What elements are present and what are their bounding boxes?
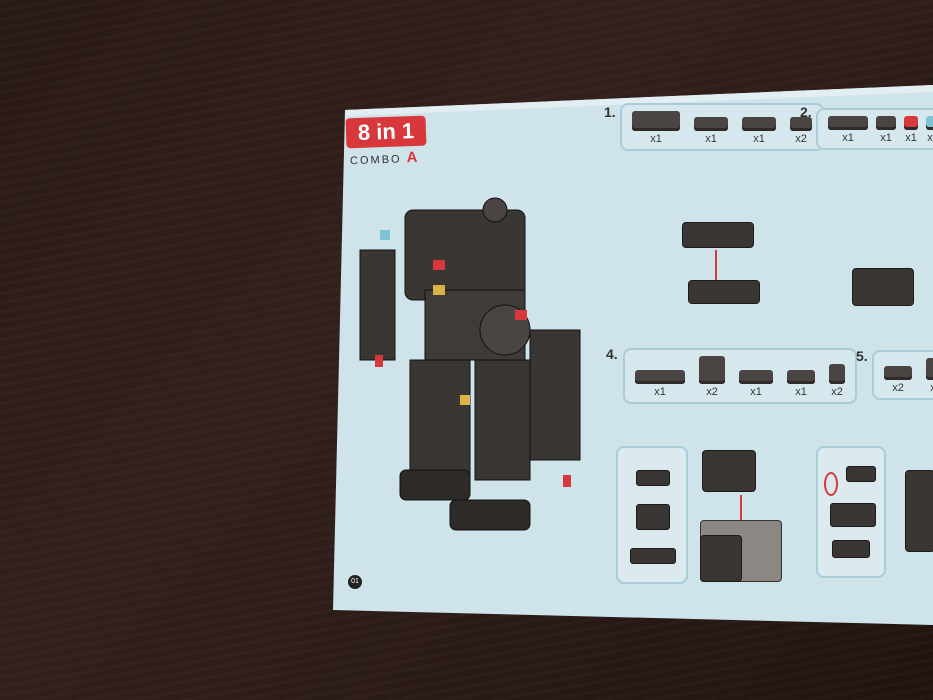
assembly-brick: [630, 548, 676, 564]
part-quantity: x1: [705, 133, 717, 145]
part-quantity: x1: [842, 132, 854, 144]
part: x2: [884, 366, 912, 394]
part-quantity: x1: [650, 133, 662, 145]
assembly-brick: [700, 535, 742, 582]
part: x2: [790, 117, 812, 145]
sub-assembly-box: [616, 446, 688, 584]
part: x1: [828, 116, 868, 144]
part-quantity: x2: [892, 382, 904, 394]
part: x1: [635, 370, 685, 398]
part: x1: [742, 117, 776, 145]
brick-icon: [694, 117, 728, 131]
part-quantity: x1: [654, 386, 666, 398]
brick-icon: [876, 116, 896, 130]
part-quantity: x2: [930, 382, 933, 394]
sub-assembly-box: [816, 446, 886, 578]
part-quantity: x1: [905, 132, 917, 144]
assembly-brick: [905, 470, 933, 552]
assembly-brick: [846, 466, 876, 482]
rotate-indicator-icon: [824, 472, 838, 496]
part: x1: [876, 116, 896, 144]
brick-icon: [632, 111, 680, 131]
step-4-parts: x1 x2 x1 x1 x2: [623, 348, 857, 404]
step-4-number: 4.: [606, 346, 618, 362]
brick-icon: [828, 116, 868, 130]
part-quantity: x1: [795, 386, 807, 398]
brick-icon: [787, 370, 815, 384]
brick-icon: [926, 358, 933, 380]
brick-icon: [699, 356, 725, 384]
part: x2: [829, 364, 845, 398]
part-quantity: x1: [750, 386, 762, 398]
part-quantity: x1: [753, 133, 765, 145]
step-5-number: 5.: [856, 348, 868, 364]
brick-icon: [926, 116, 933, 130]
step-2-parts: x1 x1 x1 x1: [816, 108, 933, 150]
part: x2: [926, 358, 933, 394]
red-arrow: [715, 250, 717, 280]
8-in-1-badge: 8 in 1: [345, 115, 427, 149]
part: x1: [739, 370, 773, 398]
part: x1: [787, 370, 815, 398]
assembly-brick: [852, 268, 914, 306]
part-quantity: x2: [831, 386, 843, 398]
assembly-brick: [832, 540, 870, 558]
robot-illustration: [359, 197, 581, 531]
part: x1: [632, 111, 680, 145]
combo-letter: A: [406, 148, 420, 167]
brick-icon: [739, 370, 773, 384]
assembly-brick: [702, 450, 756, 492]
assembly-brick: [636, 504, 670, 530]
brick-icon: [742, 117, 776, 131]
page-number: 01: [348, 575, 362, 589]
step-2-number: 2.: [800, 104, 812, 120]
assembly-brick: [830, 503, 876, 527]
part: x2: [699, 356, 725, 398]
assembly-brick: [688, 280, 760, 304]
part-quantity: x2: [795, 133, 807, 145]
assembly-brick: [682, 222, 754, 248]
part: x1: [904, 116, 918, 144]
brick-icon: [790, 117, 812, 131]
part-quantity: x1: [927, 132, 933, 144]
brick-icon: [904, 116, 918, 130]
step-1-number: 1.: [604, 104, 616, 120]
step-1-parts: x1 x1 x1 x2: [620, 103, 824, 151]
brick-icon: [884, 366, 912, 380]
red-arrow: [740, 495, 742, 525]
brick-icon: [829, 364, 845, 384]
part-quantity: x1: [880, 132, 892, 144]
combo-text: COMBO: [349, 153, 402, 168]
assembly-brick: [636, 470, 670, 486]
brick-icon: [635, 370, 685, 384]
combo-label: COMBO A: [350, 149, 420, 168]
part-quantity: x2: [706, 386, 718, 398]
part: x1: [926, 116, 933, 144]
part: x1: [694, 117, 728, 145]
step-5-parts: x2 x2: [872, 350, 933, 400]
